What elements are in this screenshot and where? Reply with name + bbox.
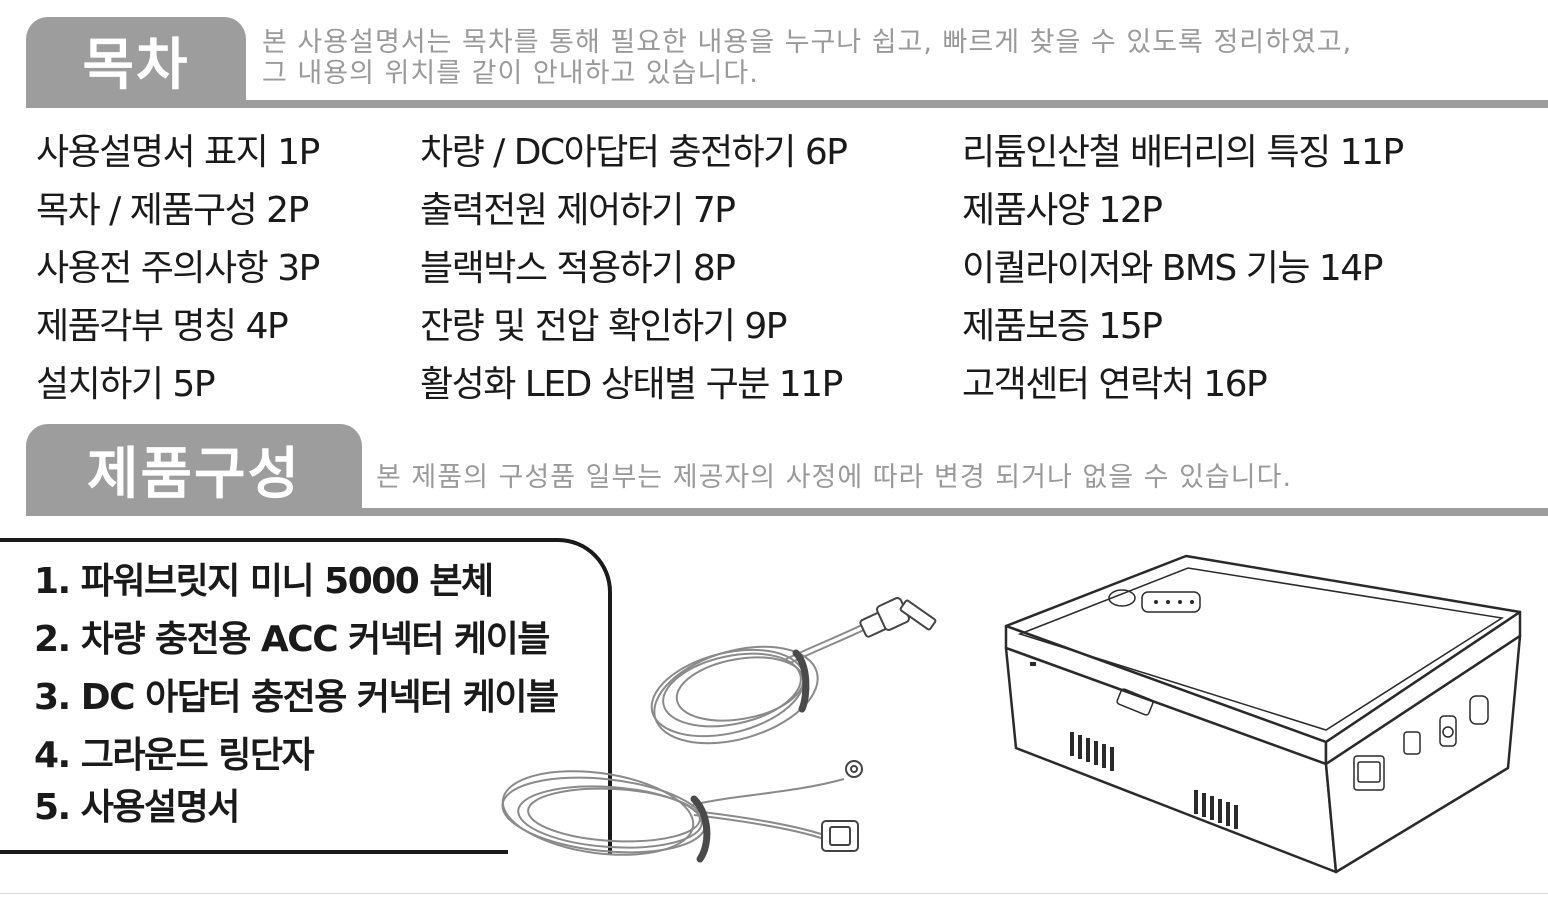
components-title-tab: 제품구성	[26, 424, 362, 514]
toc-item[interactable]: 출력전원 제어하기 7P	[420, 190, 736, 231]
toc-item[interactable]: 설치하기 5P	[36, 364, 216, 405]
toc-item[interactable]: 이퀄라이저와 BMS 기능 14P	[962, 248, 1383, 289]
component-item: 4. 그라운드 링단자	[34, 735, 315, 776]
component-item: 5. 사용설명서	[34, 787, 240, 828]
toc-item[interactable]: 잔량 및 전압 확인하기 9P	[420, 306, 787, 347]
toc-title-tab: 목차	[26, 17, 246, 103]
toc-description-line1: 본 사용설명서는 목차를 통해 필요한 내용을 누구나 쉽고, 빠르게 찾을 수…	[262, 27, 1353, 58]
toc-item[interactable]: 제품사양 12P	[962, 190, 1163, 231]
page-bottom-line	[0, 893, 1548, 894]
cable-acc-icon	[501, 760, 863, 863]
toc-description: 본 사용설명서는 목차를 통해 필요한 내용을 누구나 쉽고, 빠르게 찾을 수…	[262, 27, 1352, 89]
toc-item[interactable]: 사용설명서 표지 1P	[36, 132, 320, 173]
toc-item[interactable]: 차량 / DC아답터 충전하기 6P	[420, 132, 848, 173]
component-item: 1. 파워브릿지 미니 5000 본체	[34, 561, 494, 602]
toc-column-2: 차량 / DC아답터 충전하기 6P 출력전원 제어하기 7P 블랙박스 적용하…	[420, 128, 848, 418]
toc-description-line2: 그 내용의 위치를 같이 안내하고 있습니다.	[262, 58, 759, 89]
components-list-bottom-rule	[0, 850, 508, 854]
toc-item[interactable]: 리튬인산철 배터리의 특징 11P	[962, 132, 1404, 173]
components-title: 제품구성	[86, 441, 302, 507]
components-list: 1. 파워브릿지 미니 5000 본체 2. 차량 충전용 ACC 커넥터 케이…	[34, 556, 559, 834]
components-list-frame	[0, 538, 612, 854]
toc-title: 목차	[82, 32, 190, 98]
toc-item[interactable]: 고객센터 연락처 16P	[962, 364, 1268, 405]
toc-item[interactable]: 사용전 주의사항 3P	[36, 248, 320, 289]
toc-item[interactable]: 제품각부 명칭 4P	[36, 306, 289, 347]
toc-column-3: 리튬인산철 배터리의 특징 11P 제품사양 12P 이퀄라이저와 BMS 기능…	[962, 128, 1404, 418]
power-bank-device-icon	[1004, 554, 1522, 874]
components-underline-bar	[26, 508, 1548, 516]
component-item: 3. DC 아답터 충전용 커넥터 케이블	[34, 677, 559, 718]
toc-item[interactable]: 블랙박스 적용하기 8P	[420, 248, 736, 289]
toc-item[interactable]: 활성화 LED 상태별 구분 11P	[420, 364, 843, 405]
cable-dc-adapter-icon	[650, 597, 937, 745]
component-item: 2. 차량 충전용 ACC 커넥터 케이블	[34, 619, 550, 660]
components-description: 본 제품의 구성품 일부는 제공자의 사정에 따라 변경 되거나 없을 수 있습…	[376, 462, 1293, 493]
toc-item[interactable]: 제품보증 15P	[962, 306, 1163, 347]
toc-underline-bar	[26, 100, 1548, 108]
toc-column-1: 사용설명서 표지 1P 목차 / 제품구성 2P 사용전 주의사항 3P 제품각…	[36, 128, 320, 418]
toc-item[interactable]: 목차 / 제품구성 2P	[36, 190, 309, 231]
